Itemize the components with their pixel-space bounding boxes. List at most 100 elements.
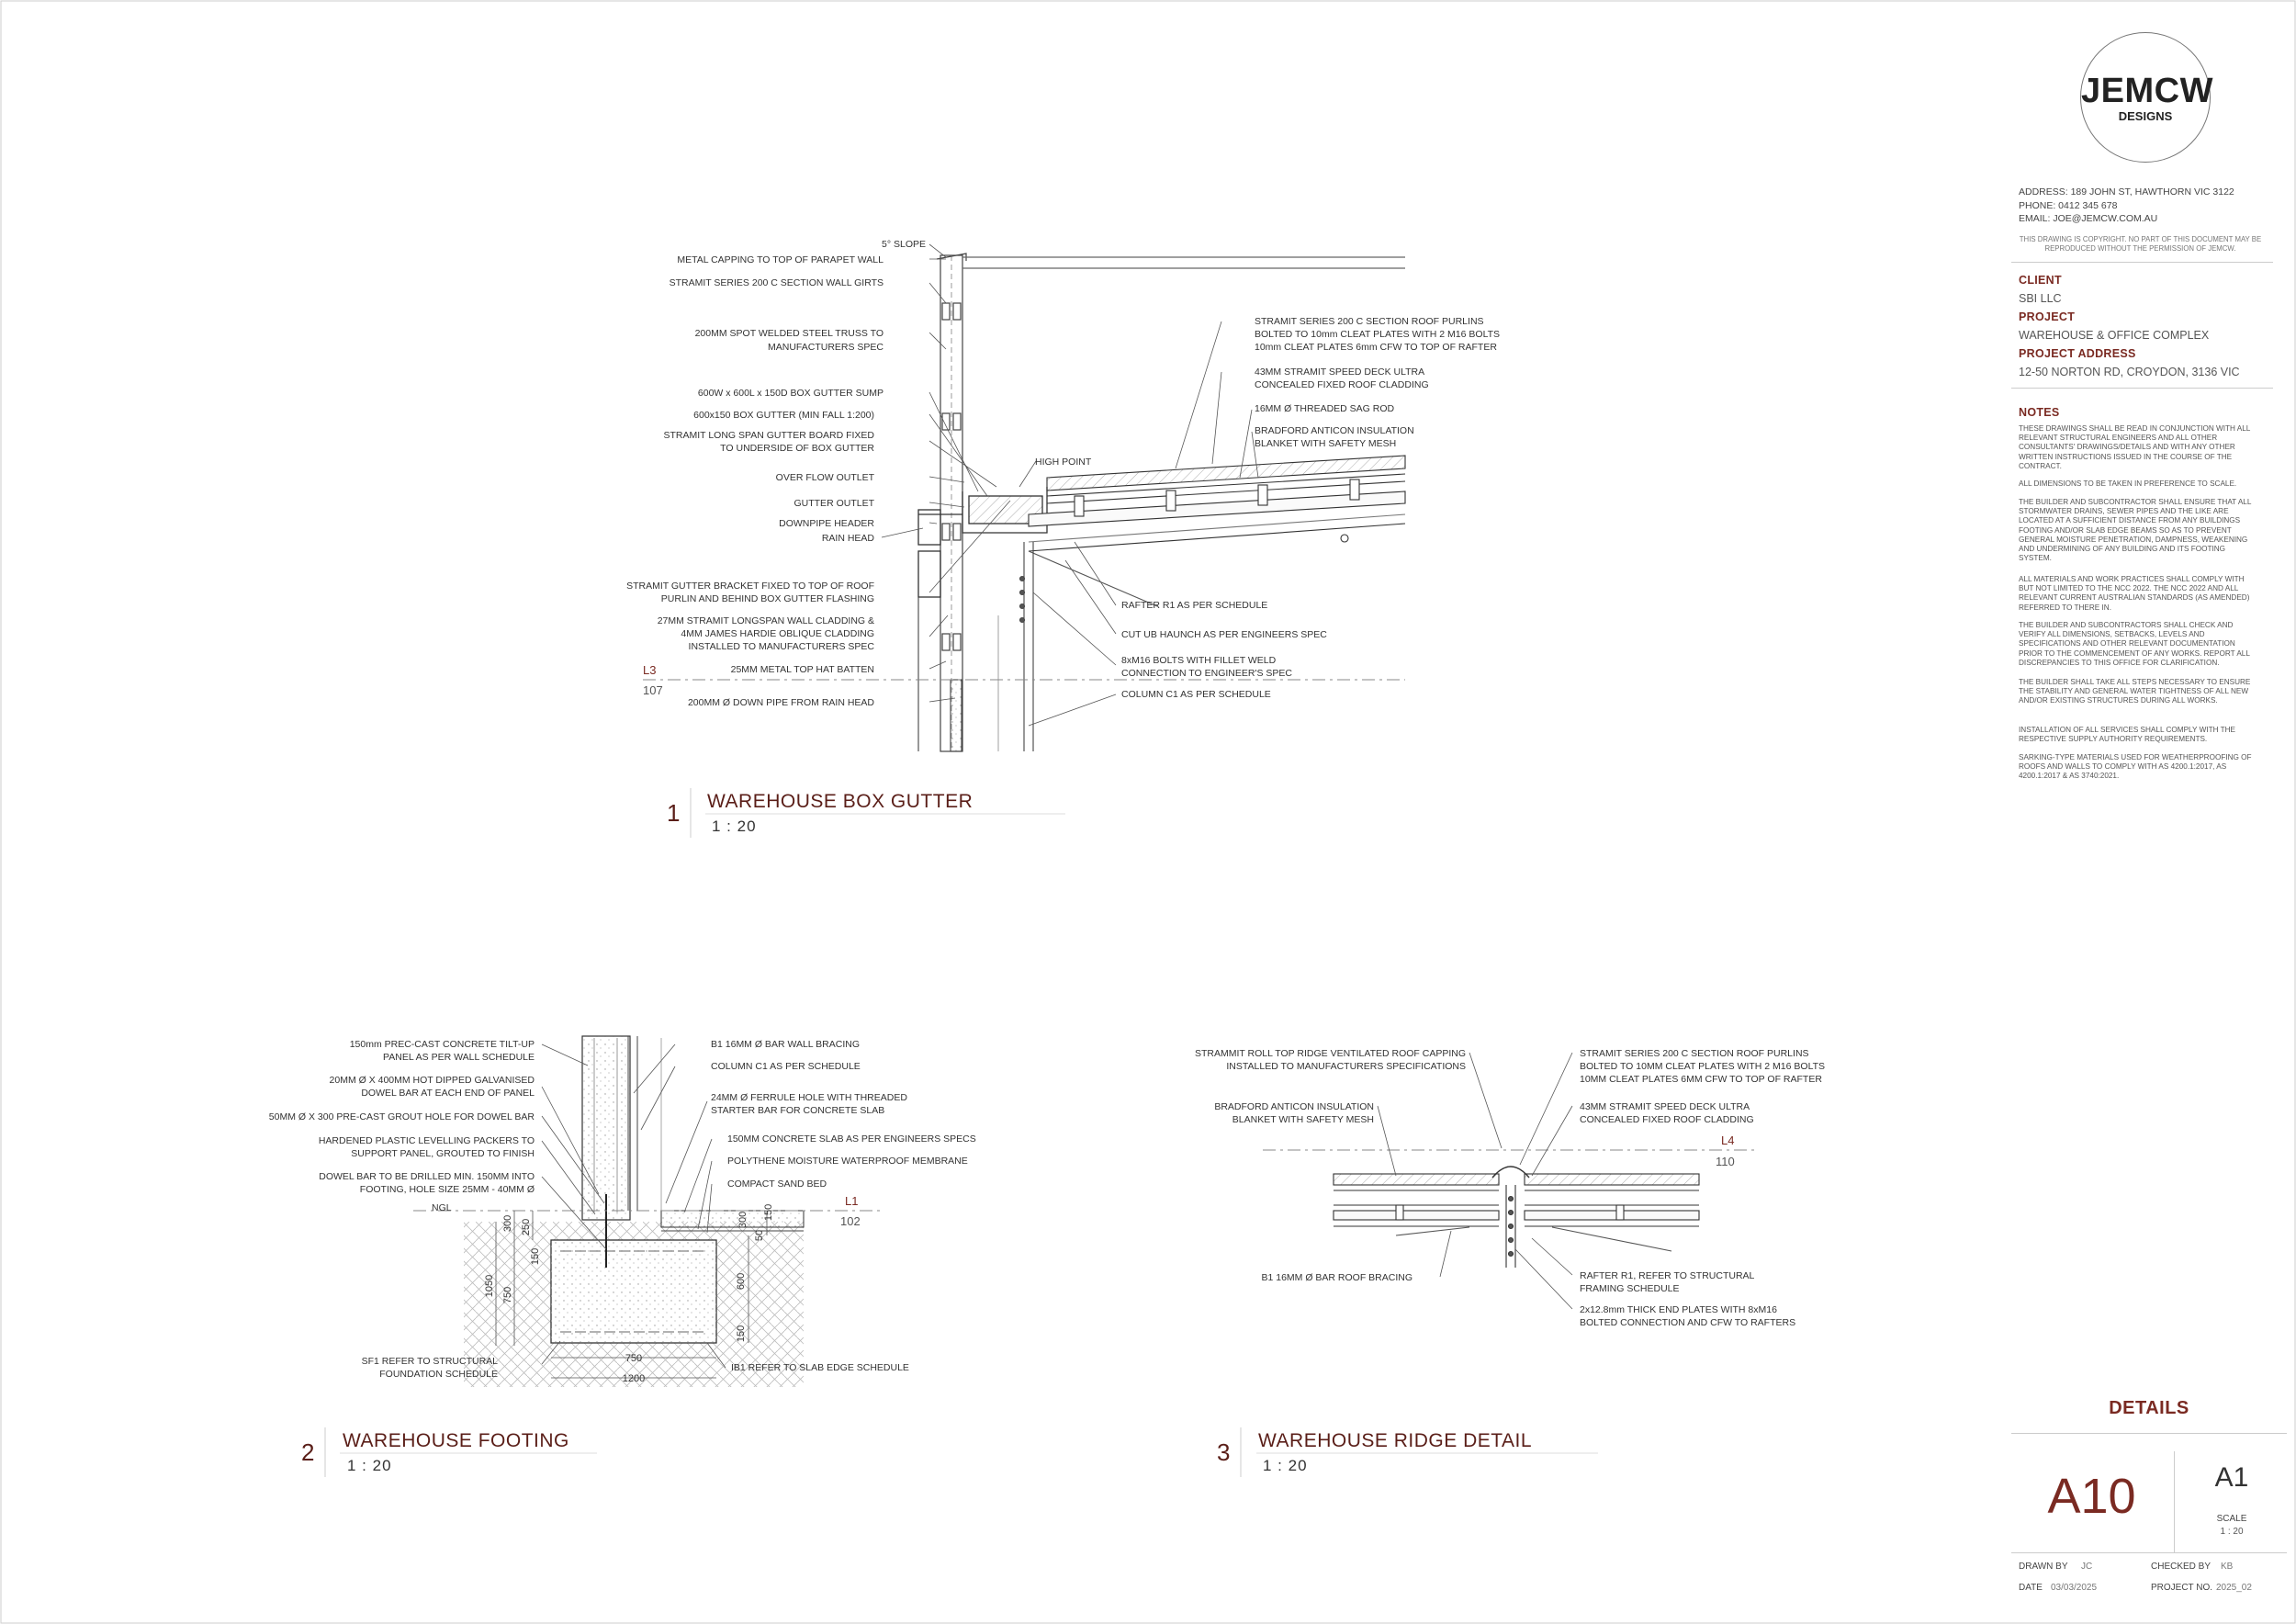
label-purlins: STRAMIT SERIES 200 C SECTION ROOF PURLIN… xyxy=(1255,316,1484,327)
level-value: 107 xyxy=(643,683,663,697)
leaders-right xyxy=(1019,321,1259,727)
detail-ridge: L4 110 xyxy=(1195,1048,1825,1477)
label-rafter: RAFTER R1, REFER TO STRUCTURAL xyxy=(1580,1270,1755,1281)
company-logo: JEMCW DESIGNS xyxy=(2080,32,2213,163)
sheet-title: DETAILS xyxy=(2109,1398,2189,1418)
label-bracket: STRAMIT GUTTER BRACKET FIXED TO TOP OF R… xyxy=(626,581,874,592)
notes-label: NOTES xyxy=(2019,406,2060,419)
labels-left: 5° SLOPE METAL CAPPING TO TOP OF PARAPET… xyxy=(626,239,926,708)
detail-scale: 1 : 20 xyxy=(712,818,757,835)
label-bolts: CONNECTION TO ENGINEER'S SPEC xyxy=(1121,668,1292,679)
copyright-notice: THIS DRAWING IS COPYRIGHT. NO PART OF TH… xyxy=(2019,235,2262,253)
drawn-by-value: JC xyxy=(2081,1562,2093,1572)
dimension-text: 1050 750 300 250 150 600 50 150 300 150 … xyxy=(484,1204,774,1384)
label-dowel: DOWEL BAR AT EACH END OF PANEL xyxy=(361,1088,535,1099)
scale-label: SCALE xyxy=(2216,1514,2247,1524)
note-item: INSTALLATION OF ALL SERVICES SHALL COMPL… xyxy=(2019,726,2235,744)
level-value: 102 xyxy=(840,1214,861,1228)
roof-assembly xyxy=(1028,455,1406,607)
company-address: ADDRESS: 189 JOHN ST, HAWTHORN VIC 3122 xyxy=(2019,186,2234,197)
label-downpipe-header: DOWNPIPE HEADER xyxy=(779,518,874,529)
detail-box-gutter: L3 107 xyxy=(626,239,1500,838)
label-truss: 200MM SPOT WELDED STEEL TRUSS TO xyxy=(695,328,884,339)
label-down-pipe: 200MM Ø DOWN PIPE FROM RAIN HEAD xyxy=(688,697,874,708)
project-value: WAREHOUSE & OFFICE COMPLEX xyxy=(2019,329,2210,342)
label-box-gutter: 600x150 BOX GUTTER (MIN FALL 1:200) xyxy=(693,410,874,421)
client-value: SBI LLC xyxy=(2019,292,2062,305)
detail-title: WAREHOUSE FOOTING xyxy=(343,1430,569,1451)
detail-scale: 1 : 20 xyxy=(1263,1457,1308,1474)
label-cladding: INSTALLED TO MANUFACTURERS SPEC xyxy=(689,641,875,652)
leaders-footing xyxy=(541,1043,726,1369)
project-address-label: PROJECT ADDRESS xyxy=(2019,347,2136,360)
tilt-up-panel xyxy=(581,1035,631,1221)
checked-by-label: CHECKED BY xyxy=(2151,1562,2212,1572)
label-packers: HARDENED PLASTIC LEVELLING PACKERS TO xyxy=(319,1135,535,1146)
label-sand: COMPACT SAND BED xyxy=(727,1179,827,1190)
labels-footing: 150mm PREC-CAST CONCRETE TILT-UP PANEL A… xyxy=(269,1039,976,1380)
concrete-slab xyxy=(660,1210,805,1228)
label-column: COLUMN C1 AS PER SCHEDULE xyxy=(1121,689,1271,700)
label-purlins: BOLTED TO 10MM CLEAT PLATES WITH 2 M16 B… xyxy=(1580,1061,1825,1072)
dimensions xyxy=(495,1211,768,1379)
leaders-ridge xyxy=(1377,1052,1573,1310)
title-block: JEMCW DESIGNS ADDRESS: 189 JOHN ST, HAWT… xyxy=(2011,0,2296,1624)
project-no-label: PROJECT NO. xyxy=(2151,1583,2213,1593)
label-drill: DOWEL BAR TO BE DRILLED MIN. 150MM INTO xyxy=(319,1171,535,1182)
level-label: L4 xyxy=(1721,1133,1734,1147)
client-label: CLIENT xyxy=(2019,274,2062,287)
label-panel: 150mm PREC-CAST CONCRETE TILT-UP xyxy=(350,1039,535,1050)
detail-title: WAREHOUSE RIDGE DETAIL xyxy=(1258,1430,1532,1451)
label-bracing: B1 16MM Ø BAR ROOF BRACING xyxy=(1261,1272,1412,1283)
detail-title-1: 1 WAREHOUSE BOX GUTTER 1 : 20 xyxy=(667,788,1065,838)
drawn-by-label: DRAWN BY xyxy=(2019,1562,2068,1572)
label-purlins: 10MM CLEAT PLATES 6MM CFW TO TOP OF RAFT… xyxy=(1580,1074,1822,1085)
detail-title-2: 2 WAREHOUSE FOOTING 1 : 20 xyxy=(301,1427,597,1477)
dim-250: 250 xyxy=(521,1219,532,1235)
label-slab: 150MM CONCRETE SLAB AS PER ENGINEERS SPE… xyxy=(727,1133,976,1145)
label-capping: INSTALLED TO MANUFACTURERS SPECIFICATION… xyxy=(1226,1061,1466,1072)
detail-title: WAREHOUSE BOX GUTTER xyxy=(707,791,973,812)
dim-750v: 750 xyxy=(502,1287,513,1303)
note-item: THE BUILDER SHALL TAKE ALL STEPS NECESSA… xyxy=(2019,678,2251,705)
label-ib1: IB1 REFER TO SLAB EDGE SCHEDULE xyxy=(731,1362,909,1373)
label-capping: METAL CAPPING TO TOP OF PARAPET WALL xyxy=(677,254,884,265)
label-sag-rod: 16MM Ø THREADED SAG ROD xyxy=(1255,403,1394,414)
checked-by-value: KB xyxy=(2221,1562,2234,1572)
sheet-size: A1 xyxy=(2214,1462,2249,1493)
label-ngl: NGL xyxy=(432,1202,452,1213)
note-item: THE BUILDER AND SUBCONTRACTOR SHALL ENSU… xyxy=(2019,498,2252,563)
label-cladding: 27MM STRAMIT LONGSPAN WALL CLADDING & xyxy=(658,615,874,626)
dim-150b: 150 xyxy=(736,1325,747,1342)
detail-number: 2 xyxy=(301,1438,314,1466)
label-column: COLUMN C1 AS PER SCHEDULE xyxy=(711,1061,861,1072)
level-value: 110 xyxy=(1716,1155,1735,1168)
label-ferrule: STARTER BAR FOR CONCRETE SLAB xyxy=(711,1105,884,1116)
box-gutter xyxy=(917,487,1048,598)
label-purlins: STRAMIT SERIES 200 C SECTION ROOF PURLIN… xyxy=(1580,1048,1809,1059)
label-cladding: 4MM JAMES HARDIE OBLIQUE CLADDING xyxy=(681,628,874,639)
dim-750: 750 xyxy=(625,1353,642,1364)
column-c1 xyxy=(917,542,1034,752)
logo-sub-text: DESIGNS xyxy=(2118,109,2173,123)
label-deck: CONCEALED FIXED ROOF CLADDING xyxy=(1580,1114,1754,1125)
label-truss: MANUFACTURERS SPEC xyxy=(768,342,884,353)
dim-150: 150 xyxy=(530,1248,541,1265)
label-insulation: BRADFORD ANTICON INSULATION xyxy=(1255,425,1414,436)
label-gutter-board: TO UNDERSIDE OF BOX GUTTER xyxy=(720,443,874,454)
label-sf1: FOUNDATION SCHEDULE xyxy=(379,1369,498,1380)
label-gutter-board: STRAMIT LONG SPAN GUTTER BOARD FIXED xyxy=(664,430,875,441)
leaders-left xyxy=(881,243,1011,703)
label-capping: STRAMMIT ROLL TOP RIDGE VENTILATED ROOF … xyxy=(1195,1048,1466,1059)
sheet-number: A10 xyxy=(2047,1469,2136,1524)
dim-150r: 150 xyxy=(763,1204,774,1221)
dim-600: 600 xyxy=(736,1273,747,1290)
logo-main-text: JEMCW xyxy=(2081,72,2213,110)
note-item: ALL DIMENSIONS TO BE TAKEN IN PREFERENCE… xyxy=(2019,479,2237,488)
label-panel: PANEL AS PER WALL SCHEDULE xyxy=(383,1052,535,1063)
labels-ridge: STRAMMIT ROLL TOP RIDGE VENTILATED ROOF … xyxy=(1195,1048,1825,1328)
label-haunch: CUT UB HAUNCH AS PER ENGINEERS SPEC xyxy=(1121,629,1327,640)
label-ferrule: 24MM Ø FERRULE HOLE WITH THREADED xyxy=(711,1092,907,1103)
label-purlins: 10mm CLEAT PLATES 6mm CFW TO TOP OF RAFT… xyxy=(1255,342,1497,353)
label-deck: CONCEALED FIXED ROOF CLADDING xyxy=(1255,379,1429,390)
